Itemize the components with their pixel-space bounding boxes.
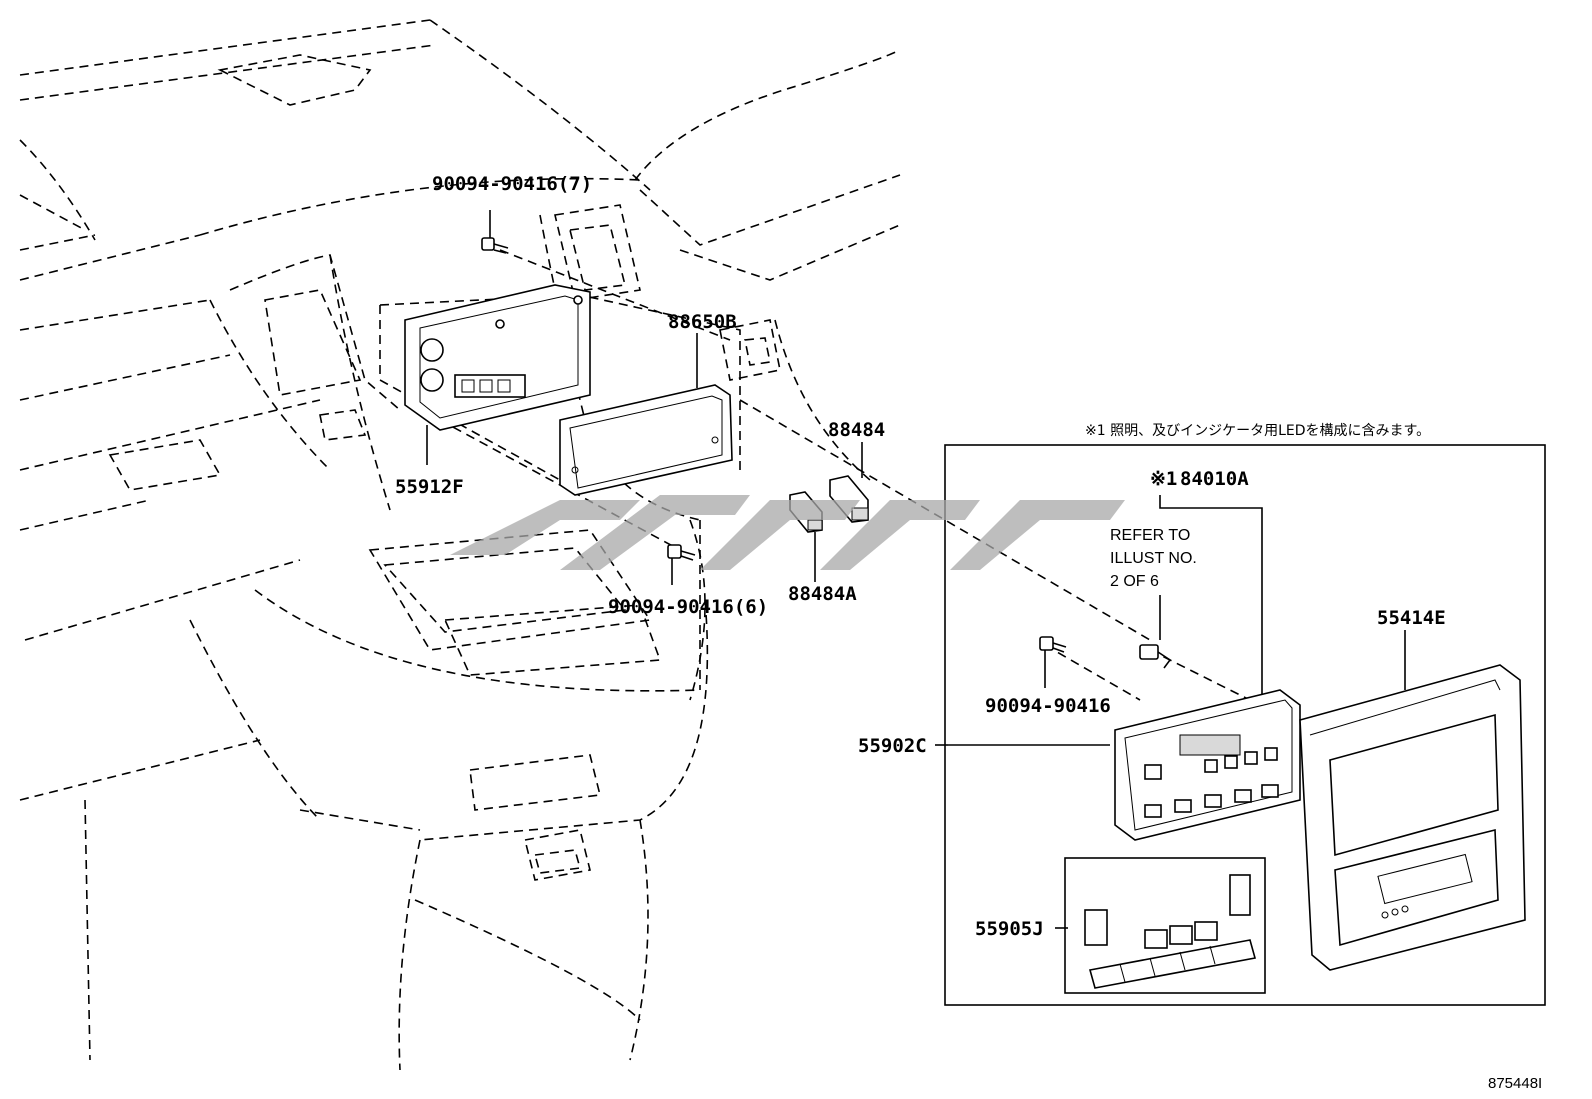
label-switch-mark: ※1 (1150, 468, 1177, 490)
label-board: 88650B (668, 311, 737, 333)
refer-line-2: ILLUST NO. (1110, 550, 1197, 567)
figure-id: 875448I (1488, 1075, 1542, 1092)
dashboard-outline (19, 19, 901, 1071)
label-screw-box: 90094-90416 (985, 695, 1111, 717)
label-bracket: 55912F (395, 476, 464, 498)
label-panel: 55414E (1377, 607, 1446, 629)
label-control: 55902C (858, 735, 927, 757)
switch-84010A: ※1 84010A REFER TO ILLUST NO. 2 OF 6 (1110, 468, 1263, 700)
refer-line-1: REFER TO (1110, 527, 1190, 544)
label-connector: 88484 (828, 419, 885, 441)
bracket-55912F: 55912F (395, 284, 591, 498)
screw-bottom: 90094-90416(6) (608, 544, 768, 618)
refer-line-3: 2 OF 6 (1110, 573, 1159, 590)
board-88650B: 88650B (559, 311, 737, 496)
label-screw-top: 90094-90416(7) (432, 173, 592, 195)
label-screw-bottom: 90094-90416(6) (608, 596, 768, 618)
knob-box (1064, 857, 1266, 994)
label-switch: 84010A (1180, 468, 1249, 490)
screw-top: 90094-90416(7) (432, 173, 592, 254)
label-connector-a: 88484A (788, 583, 857, 605)
watermark-logo (450, 495, 1125, 570)
panel-55414E: 55414E (1299, 607, 1526, 971)
assembly-box (944, 444, 1546, 1006)
connector-88484: 88484 (828, 419, 885, 523)
screw-box: 90094-90416 (985, 636, 1111, 717)
control-55902C: 55902C (858, 689, 1301, 841)
knob-set-55905J: 55905J (975, 857, 1266, 994)
note-text: ※1 照明、及びインジケータ用LEDを構成に含みます。 (1085, 423, 1430, 439)
label-knob-set: 55905J (975, 918, 1044, 940)
